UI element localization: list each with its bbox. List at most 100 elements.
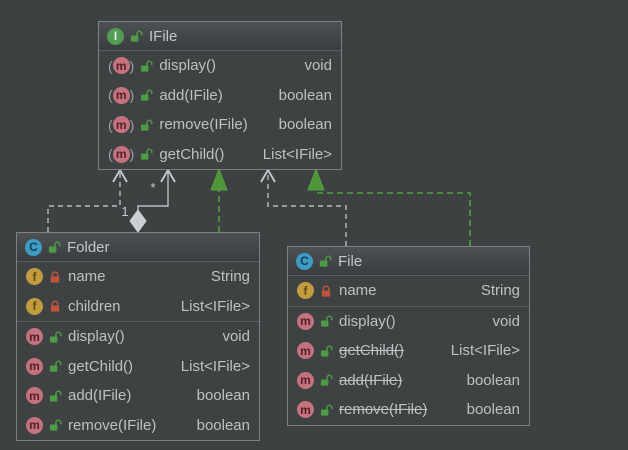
class-node-folder[interactable]: C Folder f name String f children List<I…: [16, 232, 260, 441]
field-name: children: [68, 297, 121, 315]
multiplicity-one-label: 1: [121, 204, 128, 219]
private-lock-icon: [321, 285, 331, 297]
method-icon: m: [297, 401, 314, 419]
abstract-method-icon: m: [112, 145, 130, 163]
open-arrow-icon: [260, 168, 276, 183]
method-type: List<IFile>: [450, 342, 520, 360]
method-row-getchild[interactable]: (m) getChild() List<IFile>: [108, 145, 332, 163]
method-type: boolean: [278, 86, 332, 104]
method-icon: m: [26, 416, 43, 434]
open-arrow-icon: [160, 168, 176, 183]
edge-realization-folder-ifile[interactable]: [210, 167, 228, 232]
method-type: boolean: [196, 416, 250, 434]
method-row-add[interactable]: m add(IFile) boolean: [17, 381, 259, 411]
method-name: add(IFile): [68, 387, 132, 405]
private-lock-icon: [50, 271, 60, 283]
method-row-remove[interactable]: m remove(IFile) boolean: [288, 395, 529, 425]
section-divider: [17, 321, 259, 322]
method-row-remove[interactable]: m remove(IFile) boolean: [17, 411, 259, 441]
class-node-ifile[interactable]: I IFile (m) display() void (m) add(IFile…: [98, 21, 342, 170]
public-lock-icon: [319, 255, 332, 267]
class-title: IFile: [149, 27, 178, 45]
private-lock-icon: [50, 300, 60, 312]
section-divider: [288, 305, 529, 307]
class-node-file[interactable]: C File f name String m display() void m …: [287, 246, 530, 426]
method-name: remove(IFile): [68, 416, 157, 434]
class-icon: C: [25, 238, 42, 256]
public-lock-icon: [48, 241, 61, 253]
method-name: add(IFile): [159, 86, 223, 104]
method-icon: m: [26, 328, 43, 346]
method-type: void: [222, 328, 250, 346]
field-icon: f: [26, 268, 43, 286]
method-icon: m: [26, 387, 43, 405]
method-row-add[interactable]: (m) add(IFile) boolean: [108, 86, 332, 104]
method-name: add(IFile): [339, 371, 403, 389]
public-lock-icon: [141, 89, 153, 101]
edge-aggregation-folder-ifile[interactable]: * 1: [121, 168, 176, 233]
public-lock-icon: [320, 345, 333, 357]
method-type: void: [492, 312, 520, 330]
class-title: File: [338, 252, 363, 270]
triangle-arrow-icon: [307, 167, 325, 191]
triangle-arrow-icon: [210, 167, 228, 191]
aggregation-diamond-icon: [129, 209, 147, 233]
field-name: name: [339, 282, 377, 300]
field-icon: f: [297, 282, 314, 300]
open-arrow-icon: [112, 168, 128, 183]
public-lock-icon: [49, 360, 62, 372]
field-row-children[interactable]: f children List<IFile>: [17, 292, 259, 322]
method-row-remove[interactable]: (m) remove(IFile) boolean: [108, 116, 332, 134]
class-icon: C: [296, 252, 313, 270]
abstract-method-icon: m: [112, 57, 130, 75]
method-name: remove(IFile): [159, 116, 248, 134]
field-row-name[interactable]: f name String: [17, 262, 259, 292]
method-icon: m: [297, 371, 314, 389]
method-row-add[interactable]: m add(IFile) boolean: [288, 366, 529, 396]
method-row-display[interactable]: (m) display() void: [108, 57, 332, 75]
method-row-display[interactable]: m display() void: [288, 307, 529, 337]
abstract-method-icon: m: [112, 116, 130, 134]
field-icon: f: [26, 297, 43, 315]
public-lock-icon: [49, 331, 62, 343]
public-lock-icon: [141, 119, 153, 131]
method-row-getchild[interactable]: m getChild() List<IFile>: [288, 336, 529, 366]
public-lock-icon: [320, 404, 333, 416]
edge-dependency-folder-ifile[interactable]: [47, 168, 128, 232]
edge-dependency-file-ifile[interactable]: [260, 168, 347, 246]
field-type: String: [210, 268, 250, 286]
method-icon: m: [26, 357, 43, 375]
method-icon: m: [297, 342, 314, 360]
field-name: name: [68, 268, 106, 286]
method-type: boolean: [278, 116, 332, 134]
public-lock-icon: [49, 390, 62, 402]
class-header-folder[interactable]: C Folder: [17, 233, 259, 262]
interface-icon: I: [107, 27, 124, 45]
method-row-getchild[interactable]: m getChild() List<IFile>: [17, 352, 259, 382]
method-type: List<IFile>: [180, 357, 250, 375]
method-name: display(): [339, 312, 396, 330]
method-type: boolean: [196, 387, 250, 405]
public-lock-icon: [49, 419, 62, 431]
method-name: display(): [68, 328, 125, 346]
field-type: String: [480, 282, 520, 300]
class-header-ifile[interactable]: I IFile: [99, 22, 341, 51]
method-name: getChild(): [159, 145, 225, 163]
public-lock-icon: [141, 60, 153, 72]
method-name: remove(IFile): [339, 401, 428, 419]
class-title: Folder: [67, 238, 110, 256]
multiplicity-star-label: *: [150, 180, 155, 195]
public-lock-icon: [130, 30, 143, 42]
method-row-display[interactable]: m display() void: [17, 322, 259, 352]
method-name: display(): [159, 57, 217, 75]
public-lock-icon: [141, 148, 153, 160]
method-icon: m: [297, 312, 314, 330]
method-type: boolean: [466, 401, 520, 419]
method-type: void: [304, 57, 332, 75]
abstract-method-icon: m: [112, 86, 130, 104]
class-header-file[interactable]: C File: [288, 247, 529, 276]
method-name: getChild(): [68, 357, 134, 375]
edge-realization-file-ifile[interactable]: [307, 167, 471, 246]
field-row-name[interactable]: f name String: [288, 276, 529, 306]
